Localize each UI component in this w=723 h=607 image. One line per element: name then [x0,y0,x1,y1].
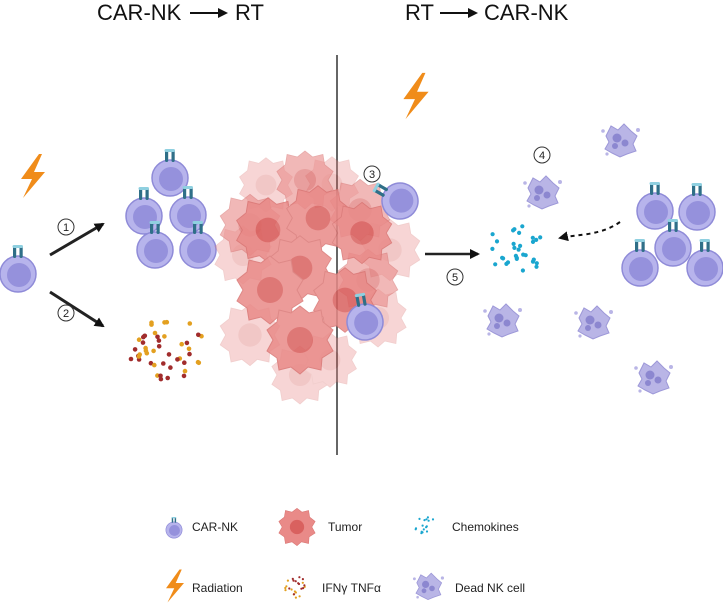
svg-text:3: 3 [369,169,375,181]
radiation-bolt-icon [166,569,184,603]
step-marker-5: 5 [446,268,464,286]
svg-text:4: 4 [539,150,545,162]
tumor-cell-icon [278,508,316,546]
svg-text:Tumor: Tumor [328,520,362,534]
radiation-bolt-icon [403,72,429,120]
step-marker-4: 4 [533,146,551,164]
dashed-recruitment-arrow [558,221,621,242]
cytokine-cloud [128,319,204,382]
car-nk-cell-icon [165,516,183,539]
cytokine-dots-icon [284,576,306,599]
radiation-bolt-icon [21,154,45,198]
svg-text:Chemokines: Chemokines [452,520,519,534]
car-nk-cluster-left [125,148,217,269]
svg-text:Radiation: Radiation [192,581,243,595]
svg-text:2: 2 [63,308,69,320]
svg-text:5: 5 [452,272,458,284]
legend-item-tumor: Tumor [278,508,362,546]
legend-item-chemokines: Chemokines [414,516,519,535]
chemokine-dots-icon [414,516,435,535]
arrow-step-2 [49,290,105,328]
title-right-car-nk: CAR-NK [484,0,569,25]
chemokine-cloud [490,224,543,273]
legend: CAR-NK Tumor Chemokines Radiation IFNγ T… [165,508,525,603]
title-left-car-nk: CAR-NK [97,0,182,25]
svg-text:IFNγ TNFα: IFNγ TNFα [322,581,381,595]
title-right-rt: RT [405,0,434,25]
car-nk-cell-icon [0,244,37,293]
step-marker-1: 1 [57,218,75,236]
car-nk-cluster-right [621,181,723,287]
dead-nk-cell-icon [412,572,445,600]
title-car-nk-then-rt: CAR-NK RT [97,0,264,25]
legend-item-dead-nk: Dead NK cell [412,572,525,600]
svg-text:CAR-NK: CAR-NK [192,520,238,534]
svg-text:1: 1 [63,222,69,234]
legend-item-car-nk: CAR-NK [165,516,238,539]
step-marker-3: 3 [363,165,381,183]
title-left-rt: RT [235,0,264,25]
legend-item-radiation: Radiation [166,569,243,603]
svg-text:Dead NK cell: Dead NK cell [455,581,525,595]
title-rt-then-car-nk: RT CAR-NK [405,0,569,25]
arrow-step-1 [49,222,105,257]
step-marker-2: 2 [57,304,75,322]
legend-item-cytokines: IFNγ TNFα [284,576,381,599]
